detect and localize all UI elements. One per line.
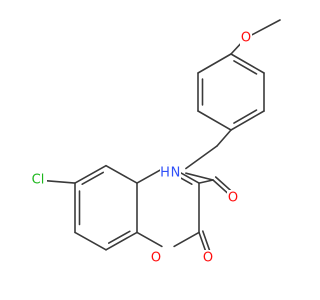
benzo-double-bond xyxy=(81,171,104,185)
lactone-oxygen-atom: O xyxy=(202,250,214,266)
amide-oxygen-atom: O xyxy=(227,190,239,206)
benzo-bond xyxy=(105,164,138,184)
methoxyphenyl-bond xyxy=(197,53,232,74)
amide-carbonyl-bond xyxy=(212,179,229,195)
chlorine-bond xyxy=(46,180,76,184)
benzo-double-bond xyxy=(108,230,131,244)
amide-nitrogen-atom: N xyxy=(170,165,181,181)
pyranone-bond xyxy=(136,231,163,248)
molecule-canvas: Cl N H O O O O xyxy=(29,19,281,266)
lactone-carbonyl-double-bond xyxy=(202,230,211,251)
amide-cn-bond xyxy=(185,172,214,181)
methylene-aryl-bond xyxy=(216,129,232,147)
methoxyphenyl-bond xyxy=(230,53,265,74)
methoxy-oxygen-atom: O xyxy=(240,30,252,46)
amide-hydrogen-atom: H xyxy=(160,165,170,181)
ring-oxygen-label: O xyxy=(151,251,161,266)
ring-oxygen-atom: O xyxy=(150,250,162,266)
pyranone-bond xyxy=(173,231,200,248)
chlorine-atom: Cl xyxy=(29,172,47,188)
methoxyphenyl-bond xyxy=(197,110,232,131)
methoxyphenyl-double-bond xyxy=(233,60,258,75)
amide-hydrogen-label: H xyxy=(160,166,170,181)
amide-bond xyxy=(198,179,214,184)
benzo-bond xyxy=(74,164,107,184)
methoxy-oxygen-label: O xyxy=(241,31,251,46)
chlorine-label: Cl xyxy=(32,173,45,188)
aryl-methoxy-bond xyxy=(230,42,242,55)
amide-nitrogen-label: N xyxy=(171,166,181,181)
amide-carbonyl-double-bond xyxy=(214,176,232,192)
structure-diagram: Cl N H O O O O xyxy=(29,19,281,266)
methoxy-methyl-bond xyxy=(251,19,281,36)
amide-oxygen-label: O xyxy=(228,191,238,206)
methoxyphenyl-double-bond xyxy=(233,109,258,124)
atom-label-layer: Cl N H O O O O xyxy=(29,30,252,266)
lactone-oxygen-label: O xyxy=(203,251,213,266)
benzo-bond xyxy=(74,231,107,251)
lactone-carbonyl-bond xyxy=(198,231,207,253)
bond-layer xyxy=(46,19,281,253)
n-methylene-bond xyxy=(185,145,218,170)
methoxyphenyl-bond xyxy=(230,110,265,131)
benzo-bond xyxy=(105,231,138,251)
